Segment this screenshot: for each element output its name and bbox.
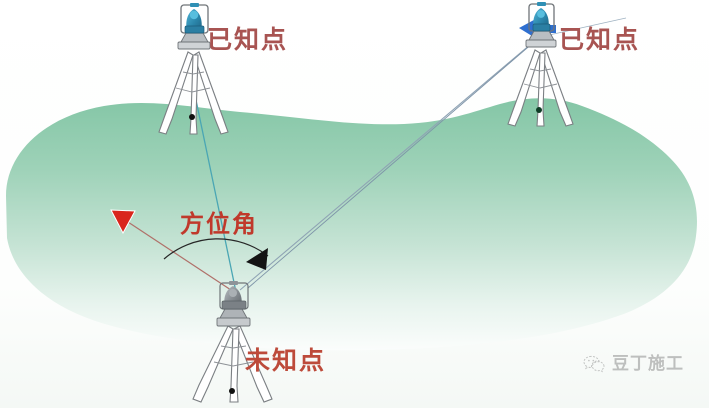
ground-point-marker [536,107,542,113]
sight-to-known-left [195,99,237,293]
tripod-head-plate [216,317,251,327]
theodolite-head [219,281,249,310]
label-unknown-point: 未知点 [245,346,327,375]
ground-point-marker [189,114,195,120]
ground-point-marker [229,388,235,394]
reference-north-ray [127,221,235,293]
theodolite-head [528,2,555,32]
tripod-braces [213,345,254,367]
azimuth-sweep-arrow [246,248,268,270]
tripod-head-plate [525,39,557,48]
terrain-shape [6,98,697,351]
tripod-braces [523,68,558,89]
tribrach [219,308,248,319]
label-azimuth-angle: 方位角 [180,210,258,238]
tripod-head-plate [177,41,211,50]
wechat-icon [583,355,605,373]
sight-to-known-right-secondary [247,35,542,289]
known-right-station [507,2,574,127]
tribrach [528,30,555,41]
reference-direction-arrow [110,209,136,235]
tripod-braces [175,71,211,93]
sight-line-extension [539,17,627,38]
label-known-point-right: 已知点 [559,25,641,54]
watermark: 豆丁施工 [583,355,684,374]
hill-terrain [6,98,697,351]
sight-to-known-right [239,37,539,291]
azimuth-arc [163,238,269,260]
unknown-station [192,281,273,403]
tribrach [180,32,209,43]
theodolite-head [180,3,209,34]
known-left-station [158,3,229,135]
watermark-text: 豆丁施工 [612,354,684,374]
label-known-point-left: 已知点 [207,25,289,54]
